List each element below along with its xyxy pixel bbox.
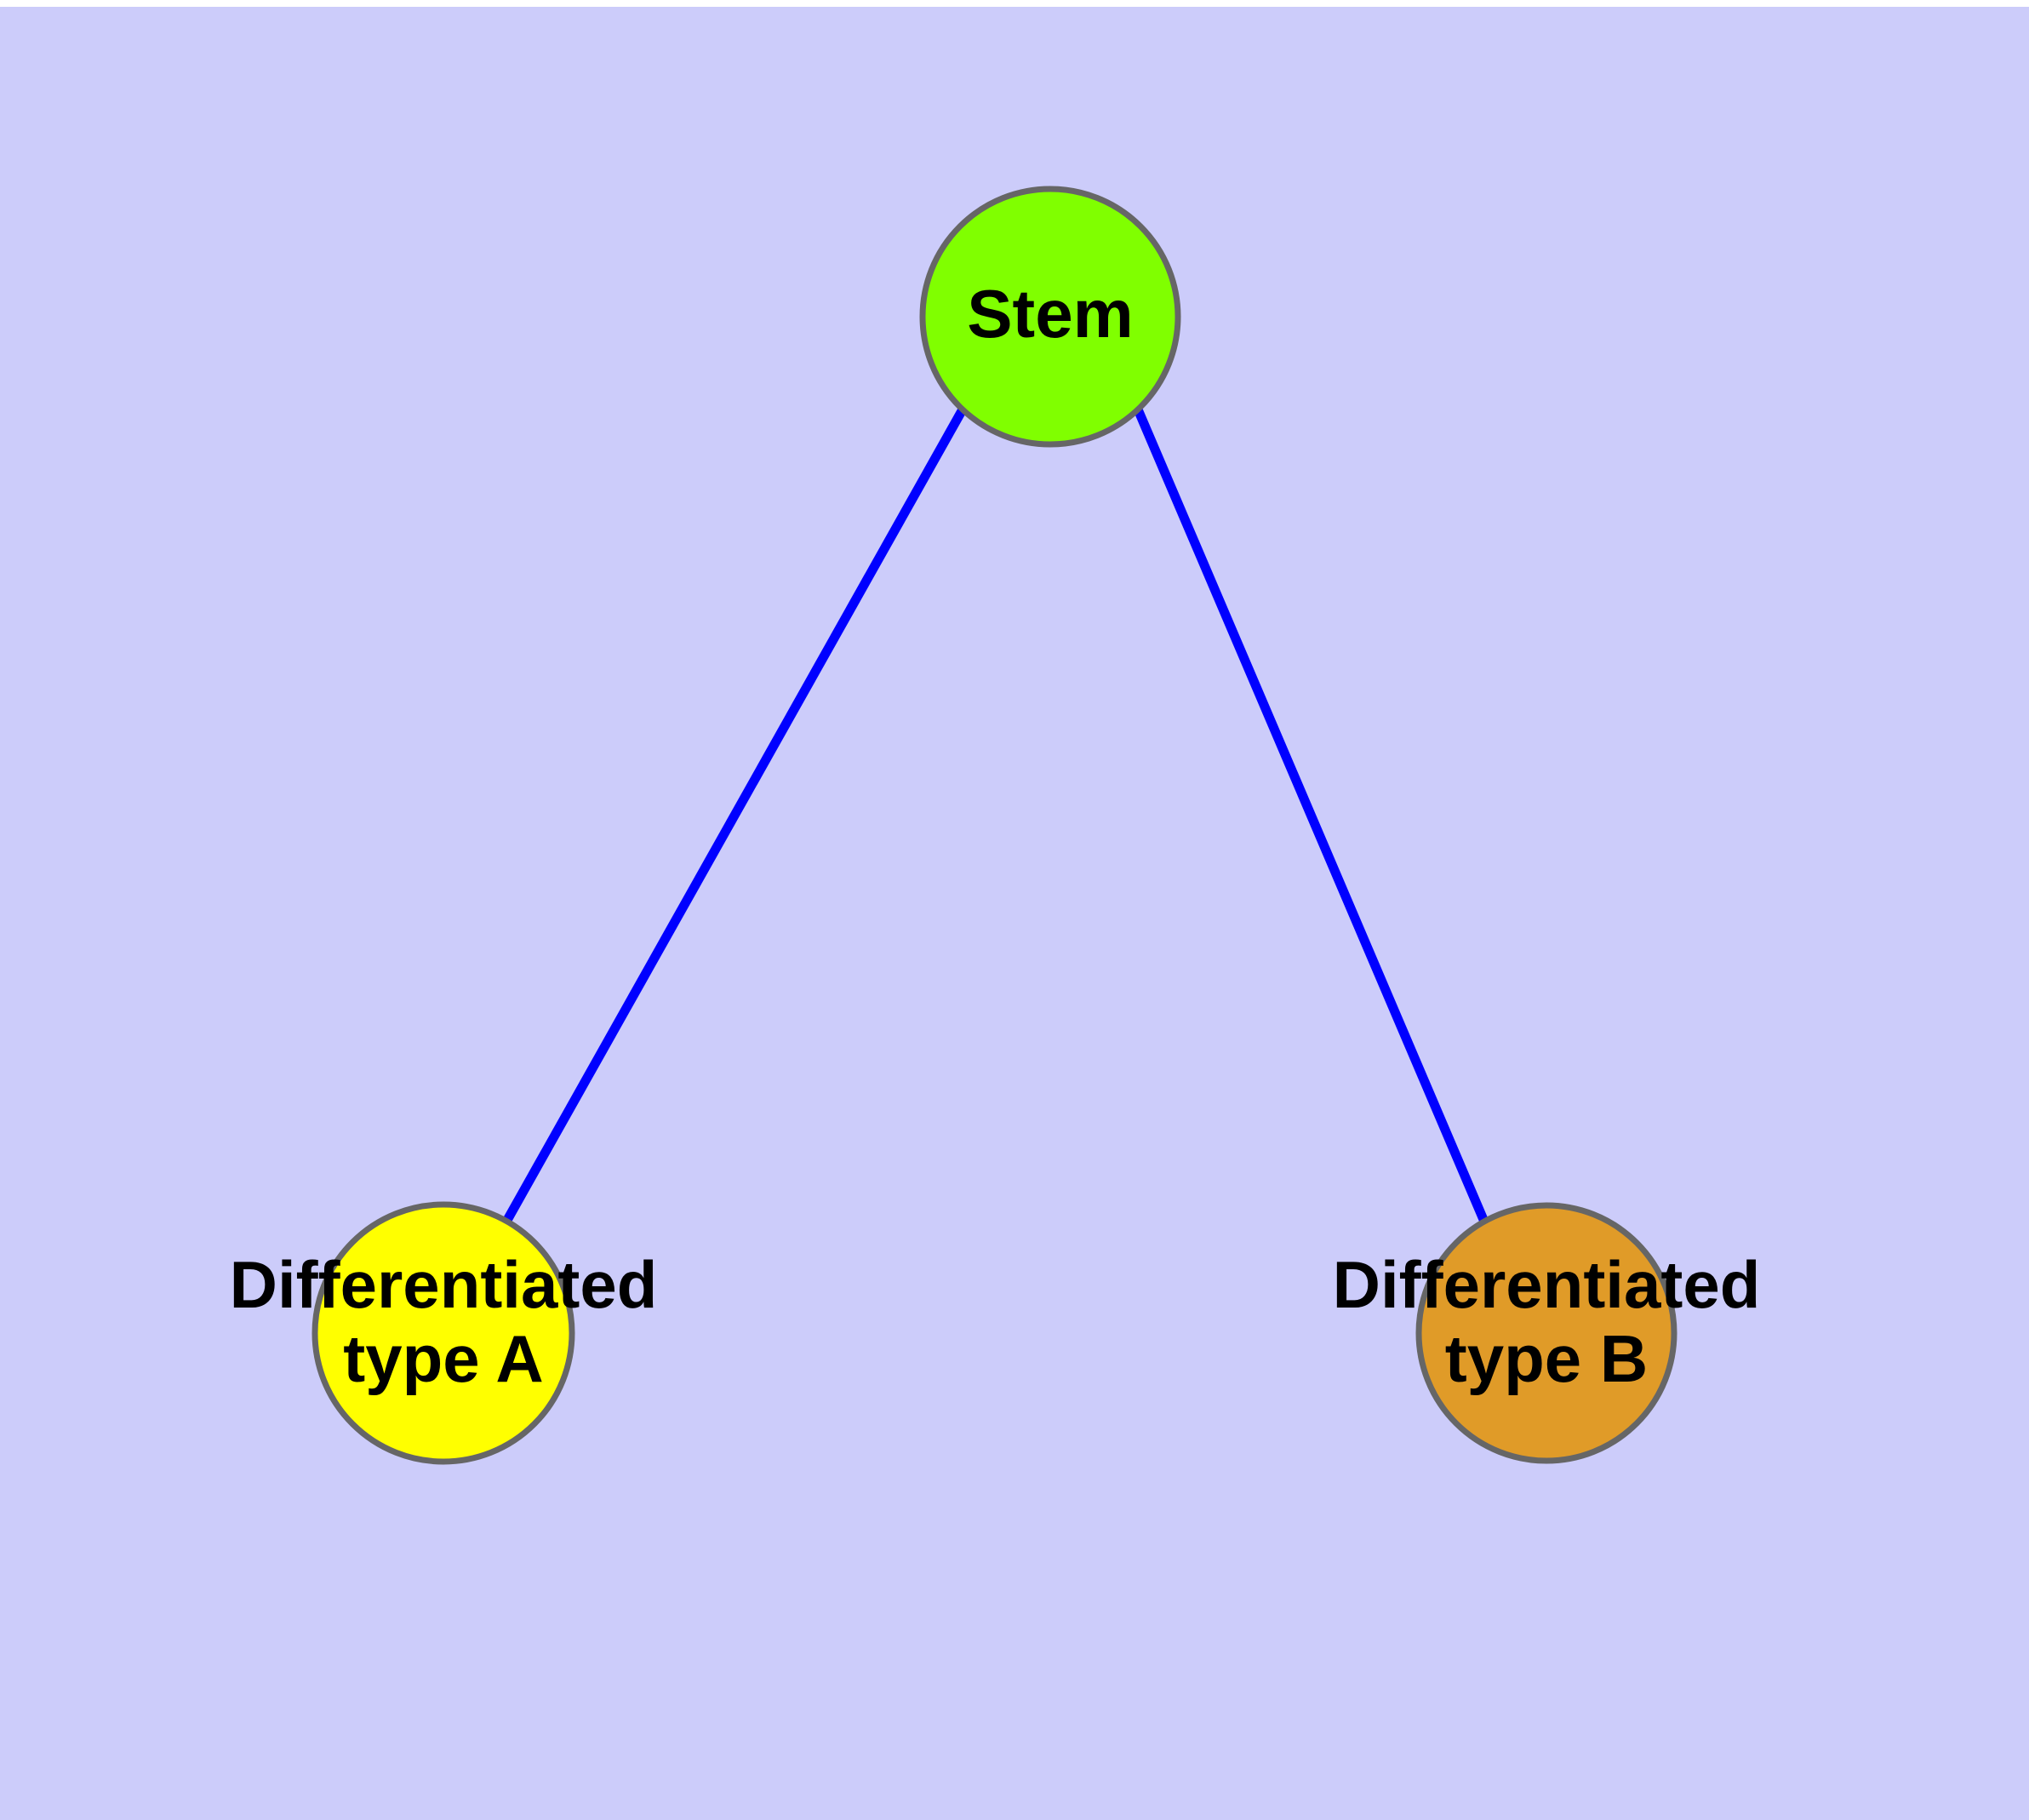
edge-layer (502, 407, 1489, 1224)
node-layer (311, 186, 1677, 1465)
node-differentiated-type-a[interactable] (311, 1201, 575, 1465)
edge-stem-to-differentiated-type-b[interactable] (1133, 407, 1489, 1224)
node-stem[interactable] (919, 186, 1181, 448)
edge-stem-to-differentiated-type-a[interactable] (502, 407, 967, 1224)
node-differentiated-type-b[interactable] (1415, 1202, 1677, 1464)
